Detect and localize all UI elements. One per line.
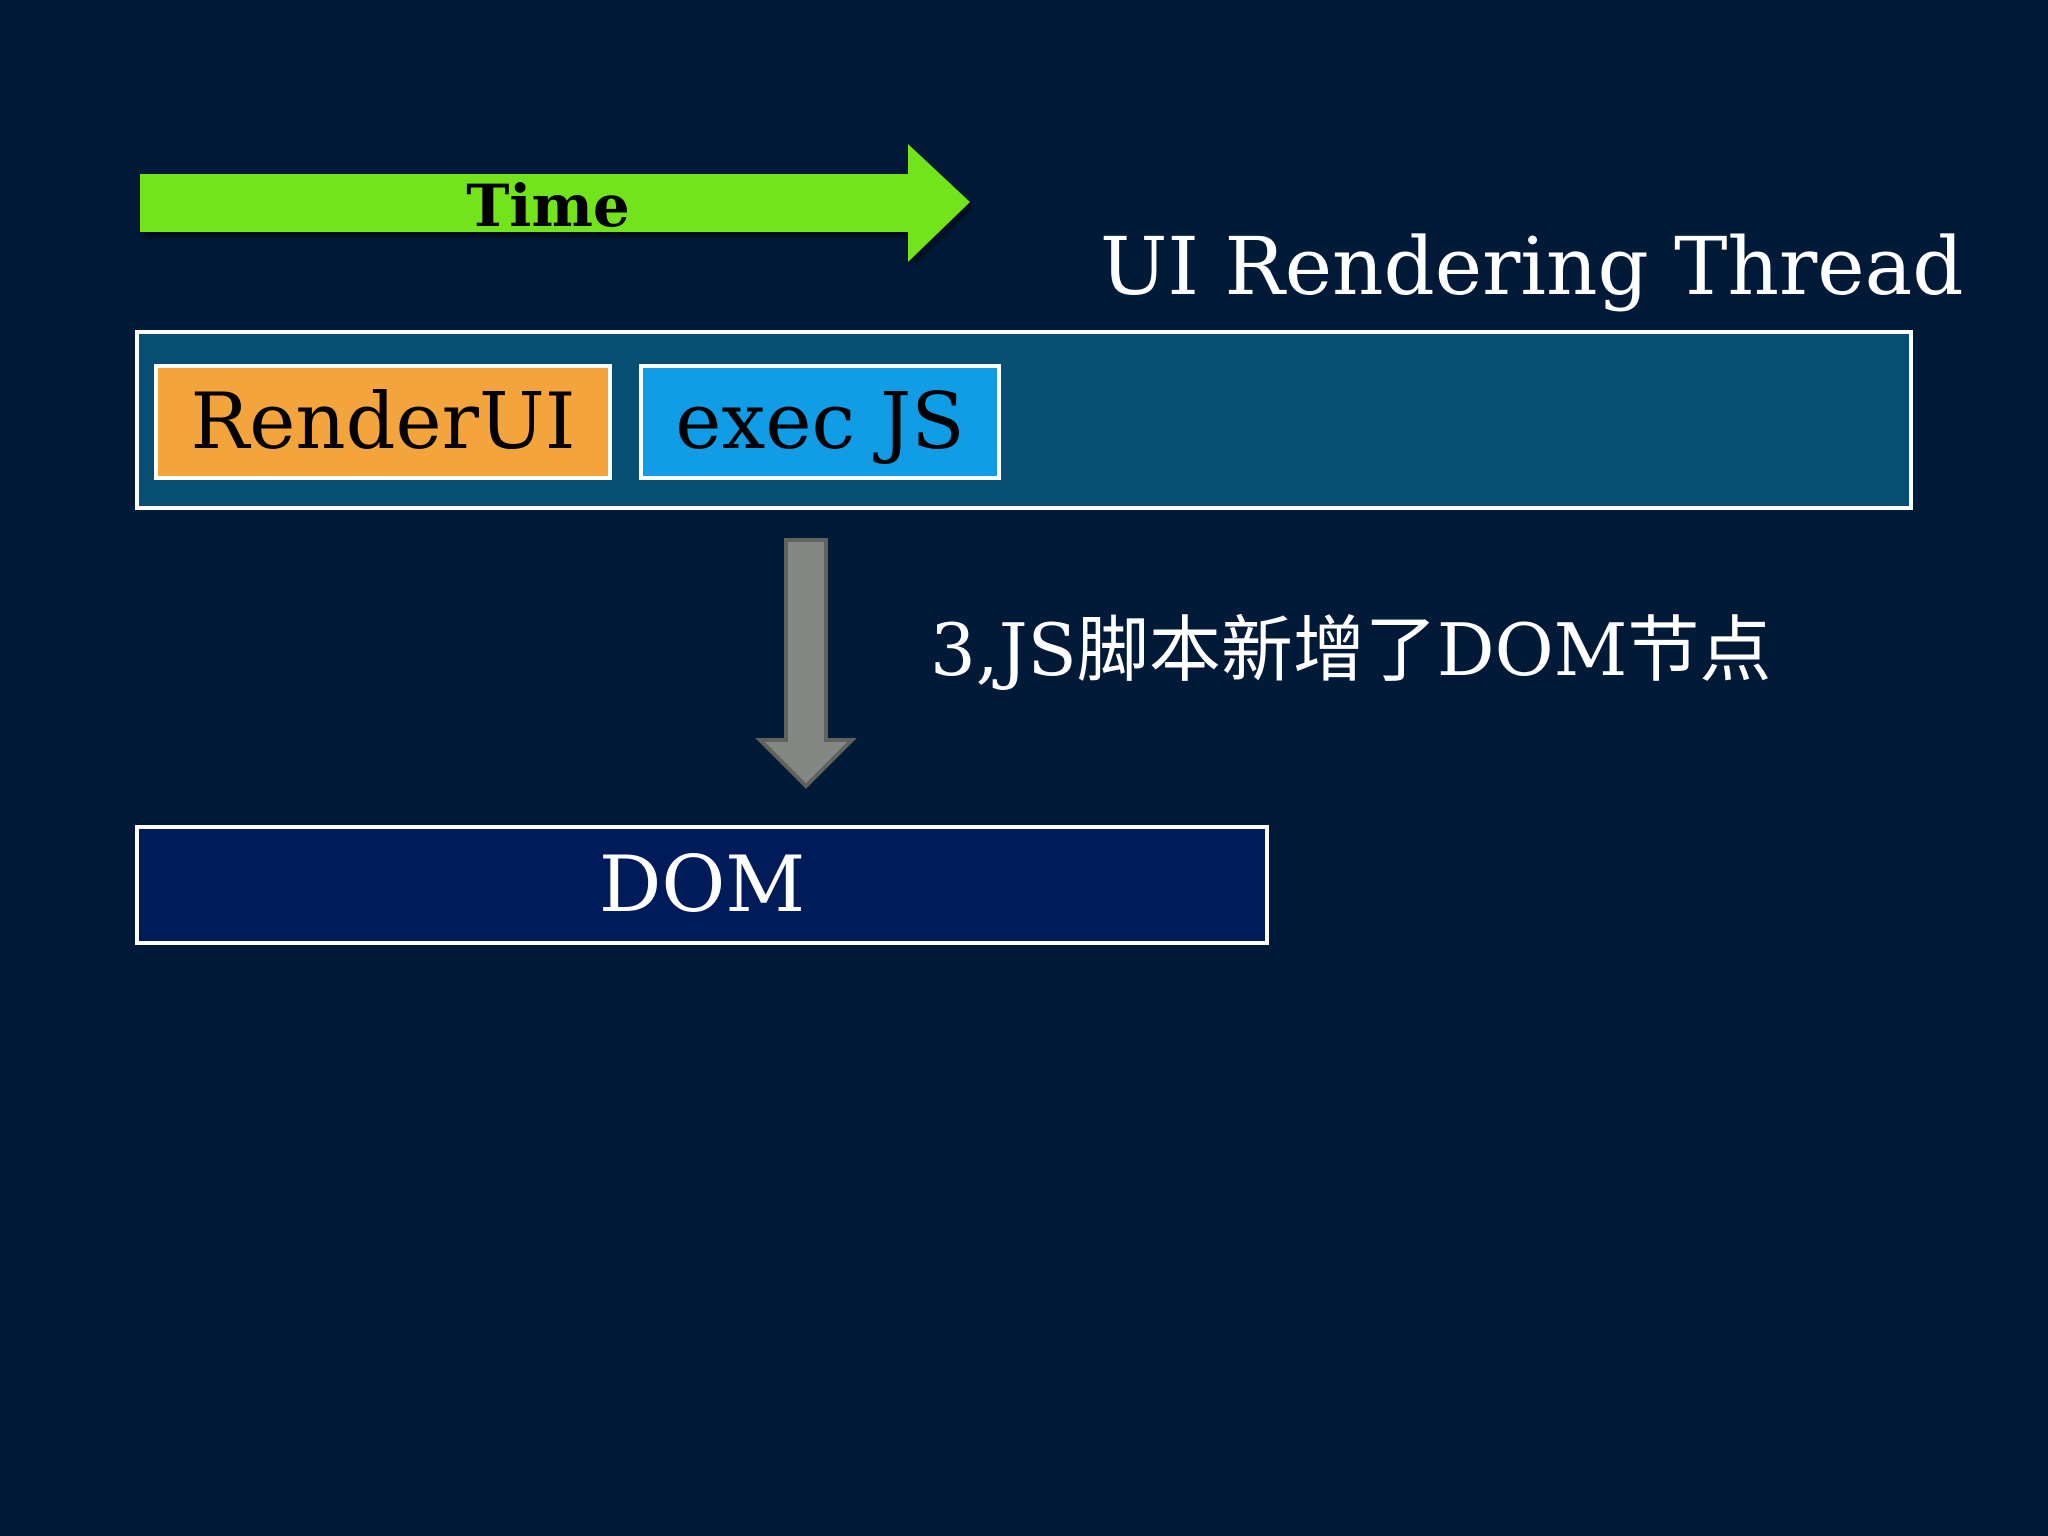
thread-title: UI Rendering Thread <box>1100 220 1964 313</box>
task-exec-js: exec JS <box>639 364 1001 480</box>
time-arrow-shape <box>140 144 970 262</box>
time-label: Time <box>466 172 630 240</box>
down-arrow-shape <box>755 538 857 789</box>
dom-change-note: 3,JS脚本新增了DOM节点 <box>930 608 1772 692</box>
down-arrow <box>755 536 858 790</box>
dom-bar: DOM <box>135 825 1269 945</box>
task-render-ui: RenderUI <box>154 364 612 480</box>
ui-rendering-thread-bar: RenderUI exec JS <box>135 330 1913 510</box>
arrow-down-icon <box>755 538 857 789</box>
arrow-right-icon <box>140 144 970 262</box>
time-arrow: Time <box>138 140 978 270</box>
